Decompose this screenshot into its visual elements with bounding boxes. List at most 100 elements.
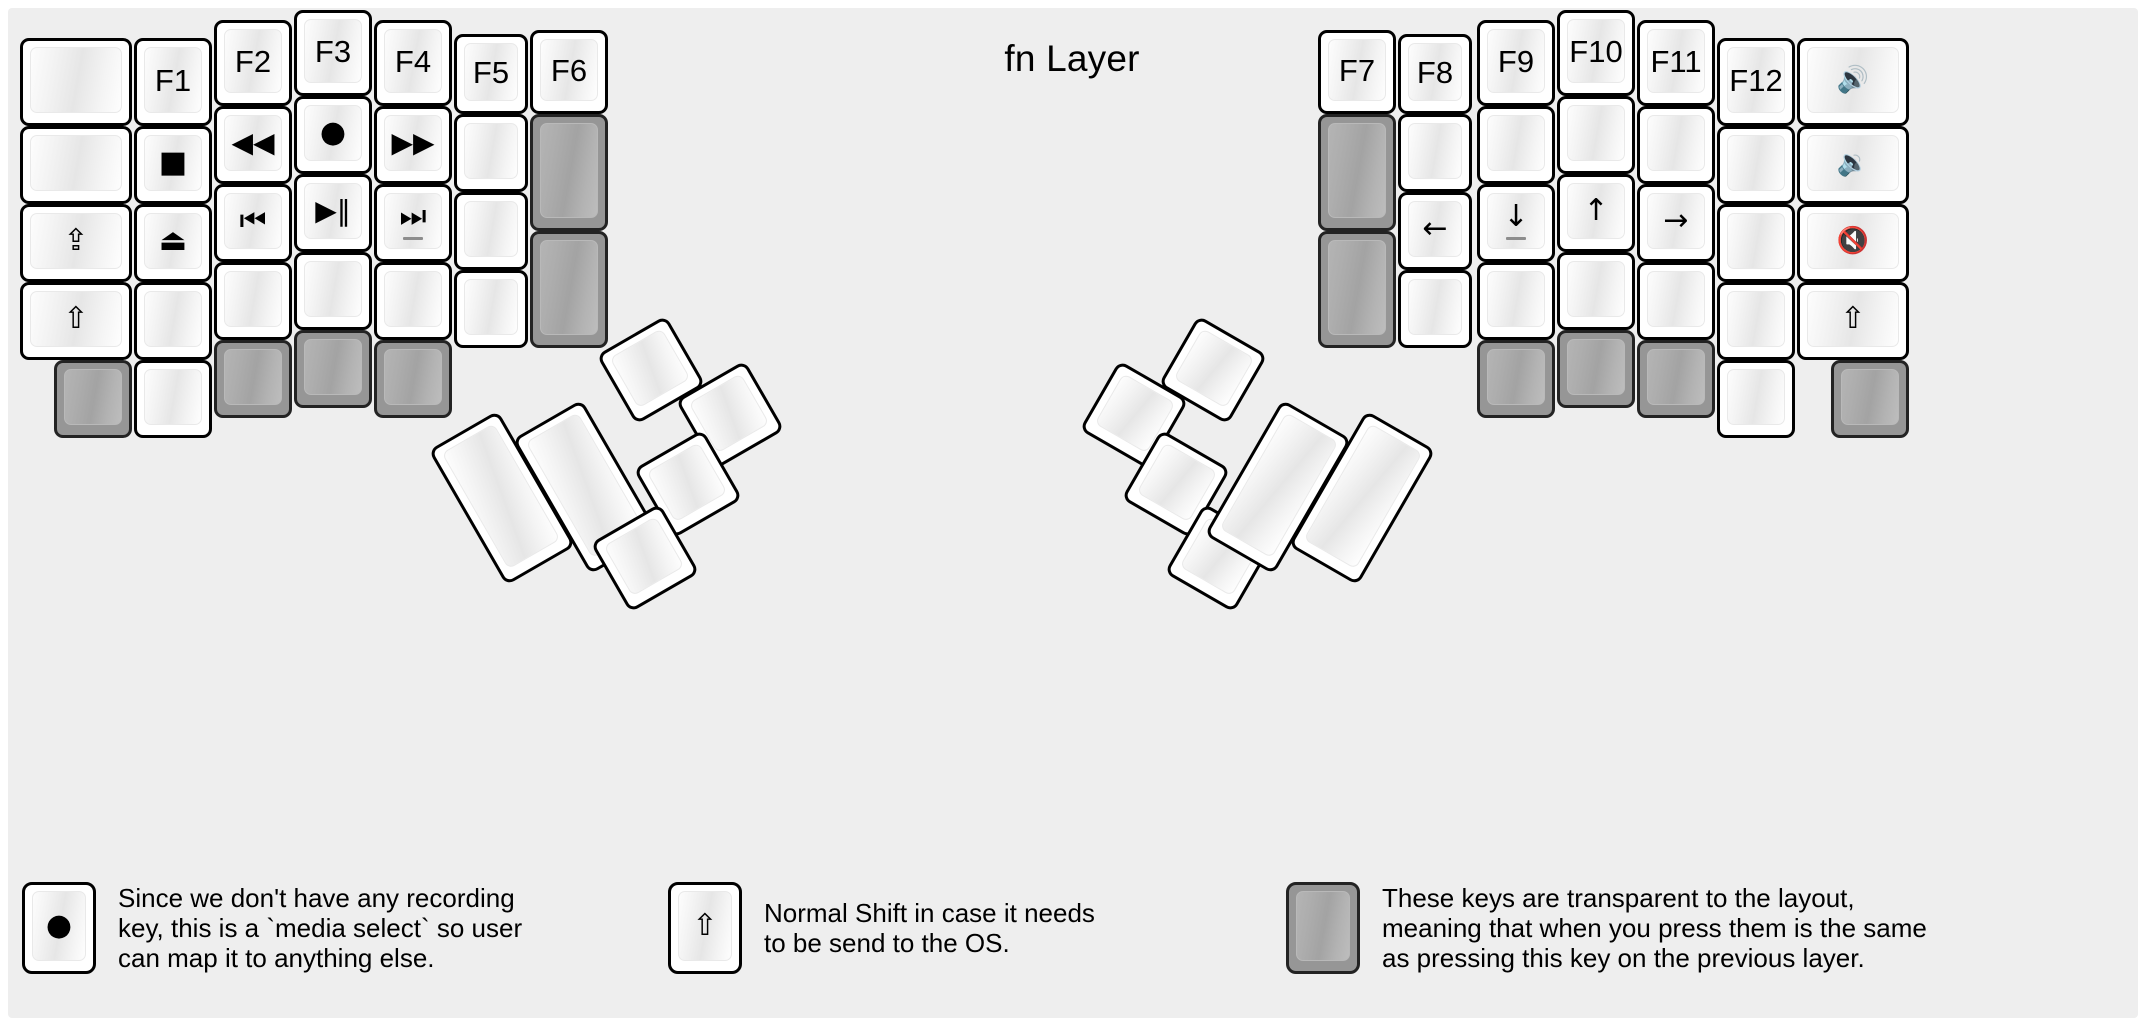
key-f9[interactable]: F9 [1477,20,1555,106]
key-shift-left[interactable]: ⇧ [20,282,132,360]
arrow-down-icon: ↓ [1503,199,1529,234]
key-f2[interactable]: F2 [214,20,292,106]
key-blank-r3r2[interactable] [1477,106,1555,184]
key-f7[interactable]: F7 [1318,30,1396,114]
key-media-record[interactable]: ● [294,96,372,174]
key-f12[interactable]: F12 [1717,38,1795,126]
key-label-f1: F1 [154,62,192,98]
key-arrow-left[interactable]: ← [1398,192,1472,270]
arrow-left-icon: ← [1422,211,1448,246]
key-transparent-r4r5[interactable] [1557,330,1635,408]
previous-track-icon: ⏮ [239,203,267,238]
key-caps-lock[interactable]: ⇪ [20,204,132,282]
keycap [384,349,442,405]
key-arrow-down[interactable]: ↓ [1477,184,1555,262]
keycap: 🔇 [1807,213,1899,269]
keycap [304,261,362,317]
key-arrow-right[interactable]: → [1637,184,1715,262]
key-label-f11: F11 [1650,43,1702,79]
key-label-f2: F2 [234,43,272,79]
volume-mute-icon: 🔇 [1836,226,1870,256]
key-blank-l6r3[interactable] [454,192,528,270]
page-title: fn Layer [0,38,2146,80]
key-blank-r5r2[interactable] [1637,106,1715,184]
hold-indicator-bar [1505,237,1526,240]
key-media-eject[interactable]: ⏏ [134,204,212,282]
key-blank-l2r4[interactable] [134,282,212,360]
key-volume-mute[interactable]: 🔇 [1797,204,1909,282]
key-f4[interactable]: F4 [374,20,452,106]
key-transparent-l4r5[interactable] [294,330,372,408]
key-label-f6: F6 [550,52,588,88]
key-f3[interactable]: F3 [294,10,372,96]
keycap [1567,339,1625,395]
key-transparent-r3r5[interactable] [1477,340,1555,418]
key-f5[interactable]: F5 [454,34,528,114]
key-blank-r6r4[interactable] [1717,282,1795,360]
keycap [64,369,122,425]
key-blank-r5r4[interactable] [1637,262,1715,340]
volume-down-icon: 🔉 [1836,148,1870,178]
key-blank-l1r2[interactable] [20,126,132,204]
key-transparent-l7-tall-2[interactable] [530,231,608,348]
key-media-next-track[interactable]: ⏭ [374,184,452,262]
key-label-f5: F5 [472,54,510,90]
keycap: ▶▶ [384,115,442,171]
key-media-fast-forward[interactable]: ▶▶ [374,106,452,184]
key-blank-l6r4[interactable] [454,270,528,348]
record-dot-icon: ● [45,908,73,943]
key-blank-r6r5[interactable] [1717,360,1795,438]
keycap: ▶‖ [304,183,362,239]
legend-item-transparent: These keys are transparent to the layout… [1286,882,2126,974]
key-transparent-r1-tall-1[interactable] [1318,114,1396,231]
key-label-f7: F7 [1338,52,1376,88]
key-blank-r6r3[interactable] [1717,204,1795,282]
keycap: ⏭ [384,193,442,249]
key-f10[interactable]: F10 [1557,10,1635,96]
key-shift-right[interactable]: ⇧ [1797,282,1909,360]
key-blank-l5r4[interactable] [374,262,452,340]
key-media-play-pause[interactable]: ▶‖ [294,174,372,252]
key-blank-l3r4[interactable] [214,262,292,340]
key-blank-r2r4[interactable] [1398,270,1472,348]
keycap [30,135,122,191]
key-f8[interactable]: F8 [1398,34,1472,114]
key-transparent-r5r5[interactable] [1637,340,1715,418]
key-blank-l2r5[interactable] [134,360,212,438]
key-media-rewind[interactable]: ◀◀ [214,106,292,184]
keycap [304,339,362,395]
keycap [224,271,282,327]
key-blank-l6r2[interactable] [454,114,528,192]
key-transparent-l5r5[interactable] [374,340,452,418]
key-f11[interactable]: F11 [1637,20,1715,106]
key-blank-r4r4[interactable] [1557,252,1635,330]
key-blank-r6r2[interactable] [1717,126,1795,204]
key-media-stop[interactable]: ■ [134,126,212,204]
key-blank-l1r1[interactable] [20,38,132,126]
keycap: ⏮ [224,193,282,249]
key-media-prev-track[interactable]: ⏮ [214,184,292,262]
key-volume-up[interactable]: 🔊 [1797,38,1909,126]
keycap [1408,279,1462,335]
keycap: F11 [1647,29,1705,93]
keycap: F1 [144,47,202,113]
key-blank-r3r4[interactable] [1477,262,1555,340]
key-blank-r4r2[interactable] [1557,96,1635,174]
key-transparent-l3r5[interactable] [214,340,292,418]
key-transparent-r1-tall-2[interactable] [1318,231,1396,348]
key-blank-r2r2[interactable] [1398,114,1472,192]
keycap [1296,891,1350,961]
key-transparent-r7r5[interactable] [1831,360,1909,438]
key-transparent-l7-tall-1[interactable] [530,114,608,231]
key-volume-down[interactable]: 🔉 [1797,126,1909,204]
key-arrow-up[interactable]: ↑ [1557,174,1635,252]
key-blank-l4r4[interactable] [294,252,372,330]
key-f6[interactable]: F6 [530,30,608,114]
key-transparent-l1r5[interactable] [54,360,132,438]
legend-item-record: ● Since we don't have any recording key,… [22,882,662,974]
keycap [1647,271,1705,327]
keycap [1487,271,1545,327]
keycap: F4 [384,29,442,93]
key-f1[interactable]: F1 [134,38,212,126]
keycap: F10 [1567,19,1625,83]
